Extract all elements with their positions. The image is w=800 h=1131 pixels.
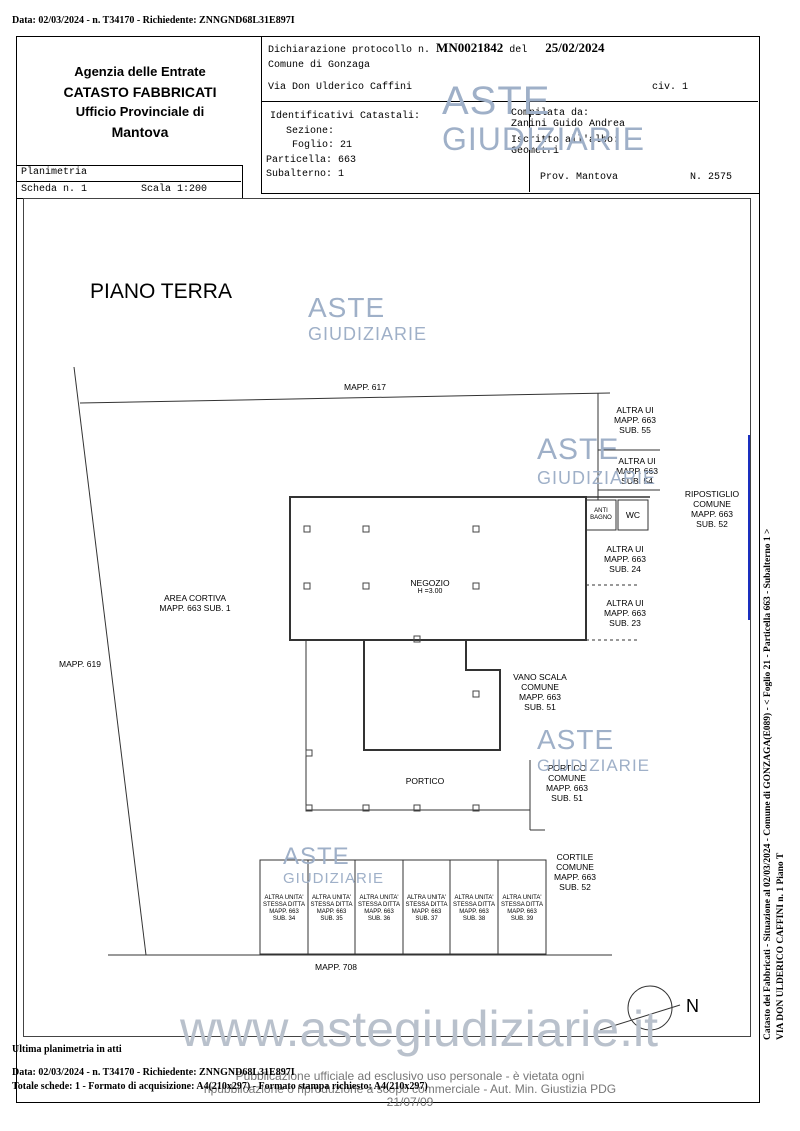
civic-number: civ. 1 [652,82,689,93]
identifiers-block: Identificativi Catastali: Sezione: Fogli… [266,110,421,183]
agency-block: Agenzia delle Entrate CATASTO FABBRICATI… [40,62,240,142]
protocol-line: Dichiarazione protocollo n. MN0021842 de… [268,40,605,56]
wc-label: WC [625,510,641,520]
ufficio-label: Ufficio Provinciale di [75,104,205,119]
protocol-number: MN0021842 [436,40,504,55]
scheda: Scheda n. 1 [21,184,88,195]
footer-line1: Data: 02/03/2024 - n. T34170 - Richieden… [12,1067,295,1078]
boundary-west [73,366,147,956]
mapp-617-label: MAPP. 617 [344,382,386,392]
planimetria-divider [16,181,241,182]
drawing-frame [23,198,751,1037]
altra-ui-24-label: ALTRA UI MAPP. 663 SUB. 24 [604,544,646,574]
watermark-site: www.astegiudiziarie.it [180,1001,658,1057]
altra-ui-54-label: ALTRA UI MAPP. 663 SUB. 54 [616,456,658,486]
north-arrow [599,985,681,1031]
protocol-date: 25/02/2024 [545,40,605,55]
negozio-height: H =3.00 [417,588,443,595]
area-cortiva-label: AREA CORTIVA MAPP. 663 SUB. 1 [159,593,231,613]
footer-line2: Totale schede: 1 - Formato di acquisizio… [12,1081,428,1092]
mapp-708-label: MAPP. 708 [315,962,357,972]
antibagno-box [585,499,617,531]
mapp-619-label: MAPP. 619 [59,659,101,669]
comune: Comune di Gonzaga [268,60,371,71]
albo: Geometri [511,146,560,157]
iscritto-label: Iscritto all'albo: [511,135,620,146]
foglio: Foglio: 21 [292,140,353,151]
compiler-block: Compilata da: Zanini Guido Andrea Iscrit… [511,108,625,157]
north-label: N [686,996,699,1016]
portico-label: PORTICO [405,776,445,786]
antibagno-label: ANTI BAGNO [590,508,612,521]
agency-name: Agenzia delle Entrate [74,64,206,79]
scala: Scala 1:200 [141,184,208,195]
floor-title: PIANO TERRA [90,280,232,303]
negozio-outline [289,496,587,641]
altra-ui-55-label: ALTRA UI MAPP. 663 SUB. 55 [614,405,656,435]
top-header: Data: 02/03/2024 - n. T34170 - Richieden… [12,15,295,26]
address: Via Don Ulderico Caffini [268,82,413,93]
identifiers-title: Identificativi Catastali: [270,111,421,122]
footer-ultima: Ultima planimetria in atti [12,1044,122,1055]
particella: Particella: 663 [266,154,357,166]
wc-box [617,499,649,531]
prov: Prov. Mantova [540,172,619,183]
subalterno: Subalterno: 1 [266,169,345,180]
vano-scala-label: VANO SCALA COMUNE MAPP. 663 SUB. 51 [513,672,567,712]
altra-ui-23-label: ALTRA UI MAPP. 663 SUB. 23 [604,598,646,628]
compilata-label: Compilata da: [511,108,590,119]
portico-comune-label: PORTICO COMUNE MAPP. 663 SUB. 51 [546,763,588,803]
compiler-name: Zanini Guido Andrea [511,119,626,130]
side-text-1: Catasto dei Fabbricati - Situazione al 0… [763,528,773,1040]
albo-number: N. 2575 [690,172,733,183]
ripostiglio-label: RIPOSTIGLIO COMUNE MAPP. 663 SUB. 52 [684,489,740,529]
boundary-north [79,392,611,404]
cortile-comune-label: CORTILE COMUNE MAPP. 663 SUB. 52 [554,852,596,892]
negozio-label: NEGOZIO [410,578,450,588]
watermark-notice: Pubblicazione ufficiale ad esclusivo uso… [203,1069,617,1109]
catasto-title: CATASTO FABBRICATI [63,84,217,100]
declaration-vdivider [529,101,530,192]
side-text-2: VIA DON ULDERICO CAFFINI n. 1 Piano T [776,852,786,1040]
province: Mantova [111,124,169,140]
declaration-box [261,36,760,194]
sezione: Sezione: [286,125,335,137]
declaration-divider [261,101,758,102]
planimetria-title: Planimetria [21,167,88,178]
